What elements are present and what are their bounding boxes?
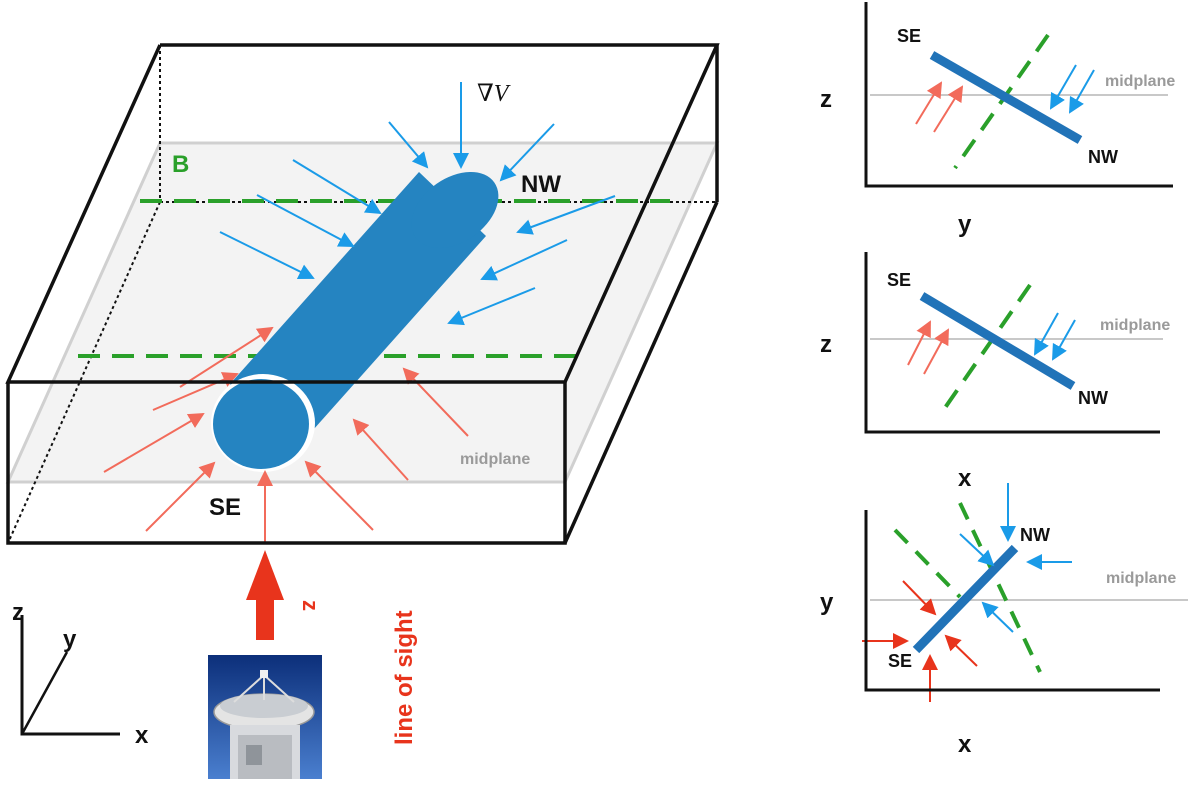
main-view: ∇V B NW SE midplane z line of sight bbox=[5, 43, 720, 745]
panel-yz-haxis: y bbox=[958, 211, 972, 238]
panel-xy-vaxis: y bbox=[820, 589, 834, 616]
panel-yz-filament bbox=[929, 51, 1083, 144]
midplane-label: midplane bbox=[460, 451, 530, 468]
se-label: SE bbox=[209, 494, 241, 521]
panel-xz-vaxis: z bbox=[820, 331, 832, 358]
line-of-sight-label: line of sight bbox=[391, 610, 418, 745]
panel-xz-haxis: x bbox=[958, 465, 972, 492]
panel-xz: SE NW midplane z x bbox=[820, 252, 1170, 492]
panel-xy-midplane-label: midplane bbox=[1106, 570, 1176, 587]
radio-telescope-icon bbox=[208, 655, 322, 779]
panel-xy: SE NW midplane y x bbox=[820, 483, 1188, 758]
panel-xy-haxis: x bbox=[958, 731, 972, 758]
panel-xz-field bbox=[938, 283, 1032, 417]
axis-x-label: x bbox=[135, 722, 149, 749]
panel-yz-field bbox=[953, 33, 1050, 170]
panel-xy-filament bbox=[912, 544, 1019, 654]
panel-xz-se: SE bbox=[887, 270, 911, 290]
panel-yz-nw: NW bbox=[1088, 147, 1118, 167]
panel-xz-filament bbox=[919, 292, 1076, 390]
nw-label: NW bbox=[521, 171, 561, 198]
panel-yz-vaxis: z bbox=[820, 86, 832, 113]
panel-xy-se: SE bbox=[888, 651, 912, 671]
axis-z-label: z bbox=[12, 599, 24, 626]
panel-xz-midplane-label: midplane bbox=[1100, 317, 1170, 334]
panel-xy-field-1 bbox=[893, 528, 962, 599]
panel-yz-midplane-label: midplane bbox=[1105, 73, 1175, 90]
red-inflow-arrows bbox=[103, 326, 469, 544]
filament-cylinder bbox=[211, 171, 499, 472]
field-label: B bbox=[172, 151, 189, 178]
blue-inflow-arrows bbox=[219, 82, 616, 326]
panel-xy-field-2 bbox=[958, 502, 1042, 673]
z-on-arrow-label: z bbox=[298, 600, 323, 611]
panel-xz-nw: NW bbox=[1078, 388, 1108, 408]
hidden-edge-left bbox=[7, 201, 161, 544]
line-of-sight-arrow bbox=[246, 550, 284, 640]
axis-y-label: y bbox=[63, 626, 77, 653]
panel-yz-se: SE bbox=[897, 26, 921, 46]
gradient-label: ∇V bbox=[477, 81, 511, 107]
panel-yz: SE NW midplane z y bbox=[820, 2, 1175, 238]
panel-xy-nw: NW bbox=[1020, 525, 1050, 545]
axes-triad: z y x bbox=[12, 599, 149, 749]
box-edges bbox=[5, 43, 720, 545]
